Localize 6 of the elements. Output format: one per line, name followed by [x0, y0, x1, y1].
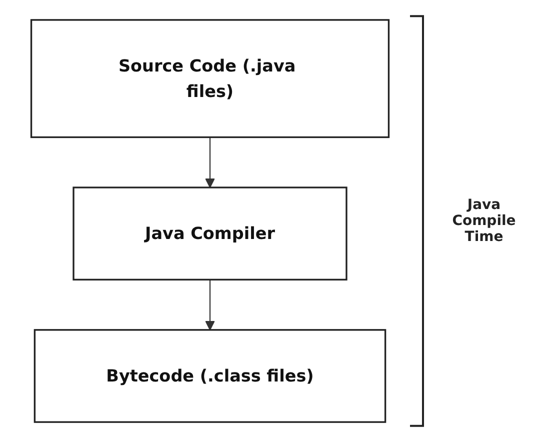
bracket-label: Java Compile Time: [451, 197, 517, 245]
node-box: Bytecode (.class files): [34, 329, 386, 423]
arrow: [205, 137, 215, 188]
arrow: [205, 280, 215, 330]
node-box: Source Code (.java files): [30, 19, 390, 138]
node-box: Java Compiler: [72, 186, 348, 280]
